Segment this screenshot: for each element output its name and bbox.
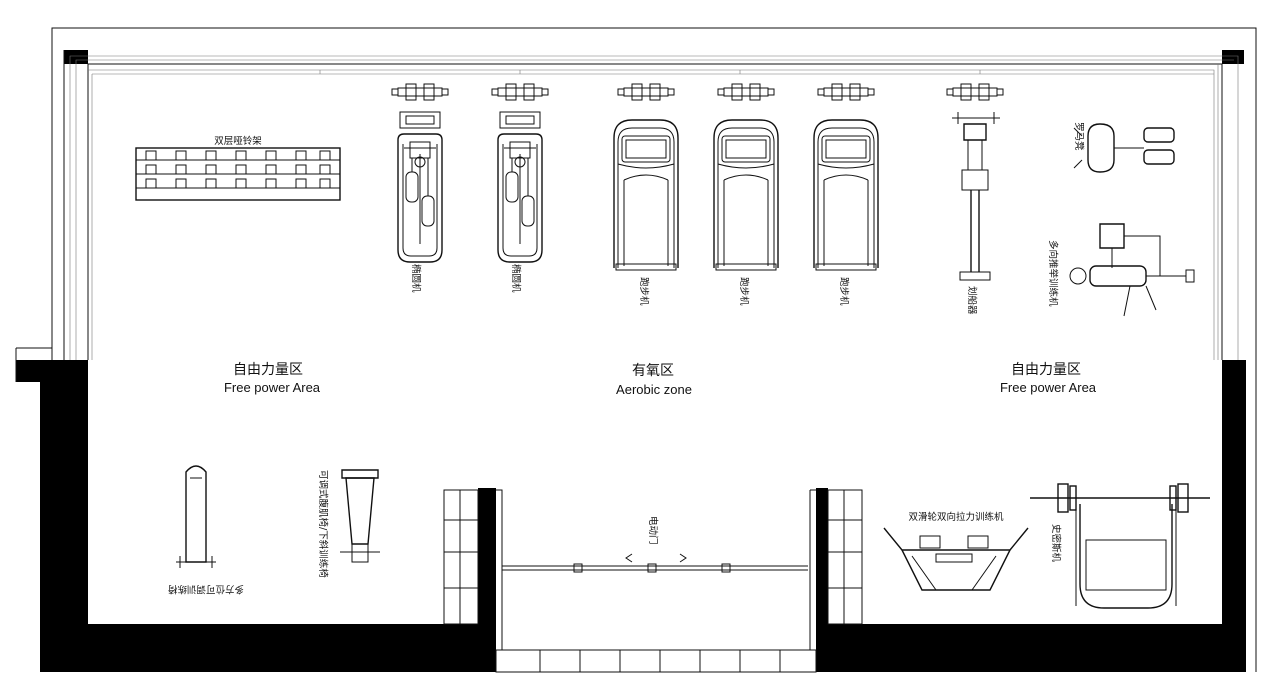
elliptical-1: 椭圆机 [391, 83, 449, 293]
zone-free-right-zh: 自由力量区 [1011, 362, 1081, 378]
smith-machine: 史密斯机 [1030, 483, 1210, 609]
roman-chair-label: 罗马凳 [1073, 122, 1084, 151]
adjustable-bench-label: 多方位可调训练椅 [167, 583, 244, 595]
adjustable-bench: 多方位可调训练椅 [167, 465, 244, 595]
elliptical-2: 椭圆机 [491, 83, 549, 293]
treadmill-2-label: 跑步机 [738, 277, 750, 306]
walls [16, 50, 1246, 672]
treadmill-1-label: 跑步机 [638, 277, 650, 306]
decline-bench-label: 可调式腹肌椅/下斜训练椅 [317, 470, 329, 578]
treadmill-2: 跑步机 [713, 83, 779, 306]
cable-crossover: 双滑轮双向拉力训练机 [883, 511, 1029, 591]
rowing-machine-label: 划船器 [966, 286, 978, 315]
zone-aerobic: 有氧区 Aerobic zone [616, 363, 692, 397]
cable-crossover-label: 双滑轮双向拉力训练机 [908, 511, 1004, 523]
rowing-machine: 划船器 [946, 83, 1004, 315]
dumbbell-rack: 双层哑铃架 [135, 135, 341, 201]
smith-machine-label: 史密斯机 [1050, 524, 1062, 563]
multi-press-label: 多向推举训练机 [1047, 240, 1059, 307]
multi-press-machine: 多向推举训练机 [1047, 223, 1195, 317]
dumbbell-rack-label: 双层哑铃架 [214, 135, 262, 147]
boundary-lines [15, 27, 1257, 672]
treadmill-3: 跑步机 [813, 83, 879, 306]
zone-free-right-en: Free power Area [1000, 380, 1097, 395]
elliptical-2-label: 椭圆机 [510, 264, 522, 293]
elliptical-1-label: 椭圆机 [410, 264, 422, 293]
entrance: 电动门 [443, 489, 863, 673]
zone-free-left-zh: 自由力量区 [233, 362, 303, 378]
zone-free-right: 自由力量区 Free power Area [1000, 362, 1097, 395]
roman-chair: 罗马凳 [1073, 122, 1175, 173]
zone-free-left: 自由力量区 Free power Area [224, 362, 321, 395]
decline-bench: 可调式腹肌椅/下斜训练椅 [317, 469, 380, 578]
treadmill-3-label: 跑步机 [838, 277, 850, 306]
treadmill-1: 跑步机 [613, 83, 679, 306]
zone-free-left-en: Free power Area [224, 380, 321, 395]
zone-aerobic-zh: 有氧区 [632, 363, 674, 379]
zone-aerobic-en: Aerobic zone [616, 382, 692, 397]
electric-door-label: 电动门 [647, 516, 659, 545]
